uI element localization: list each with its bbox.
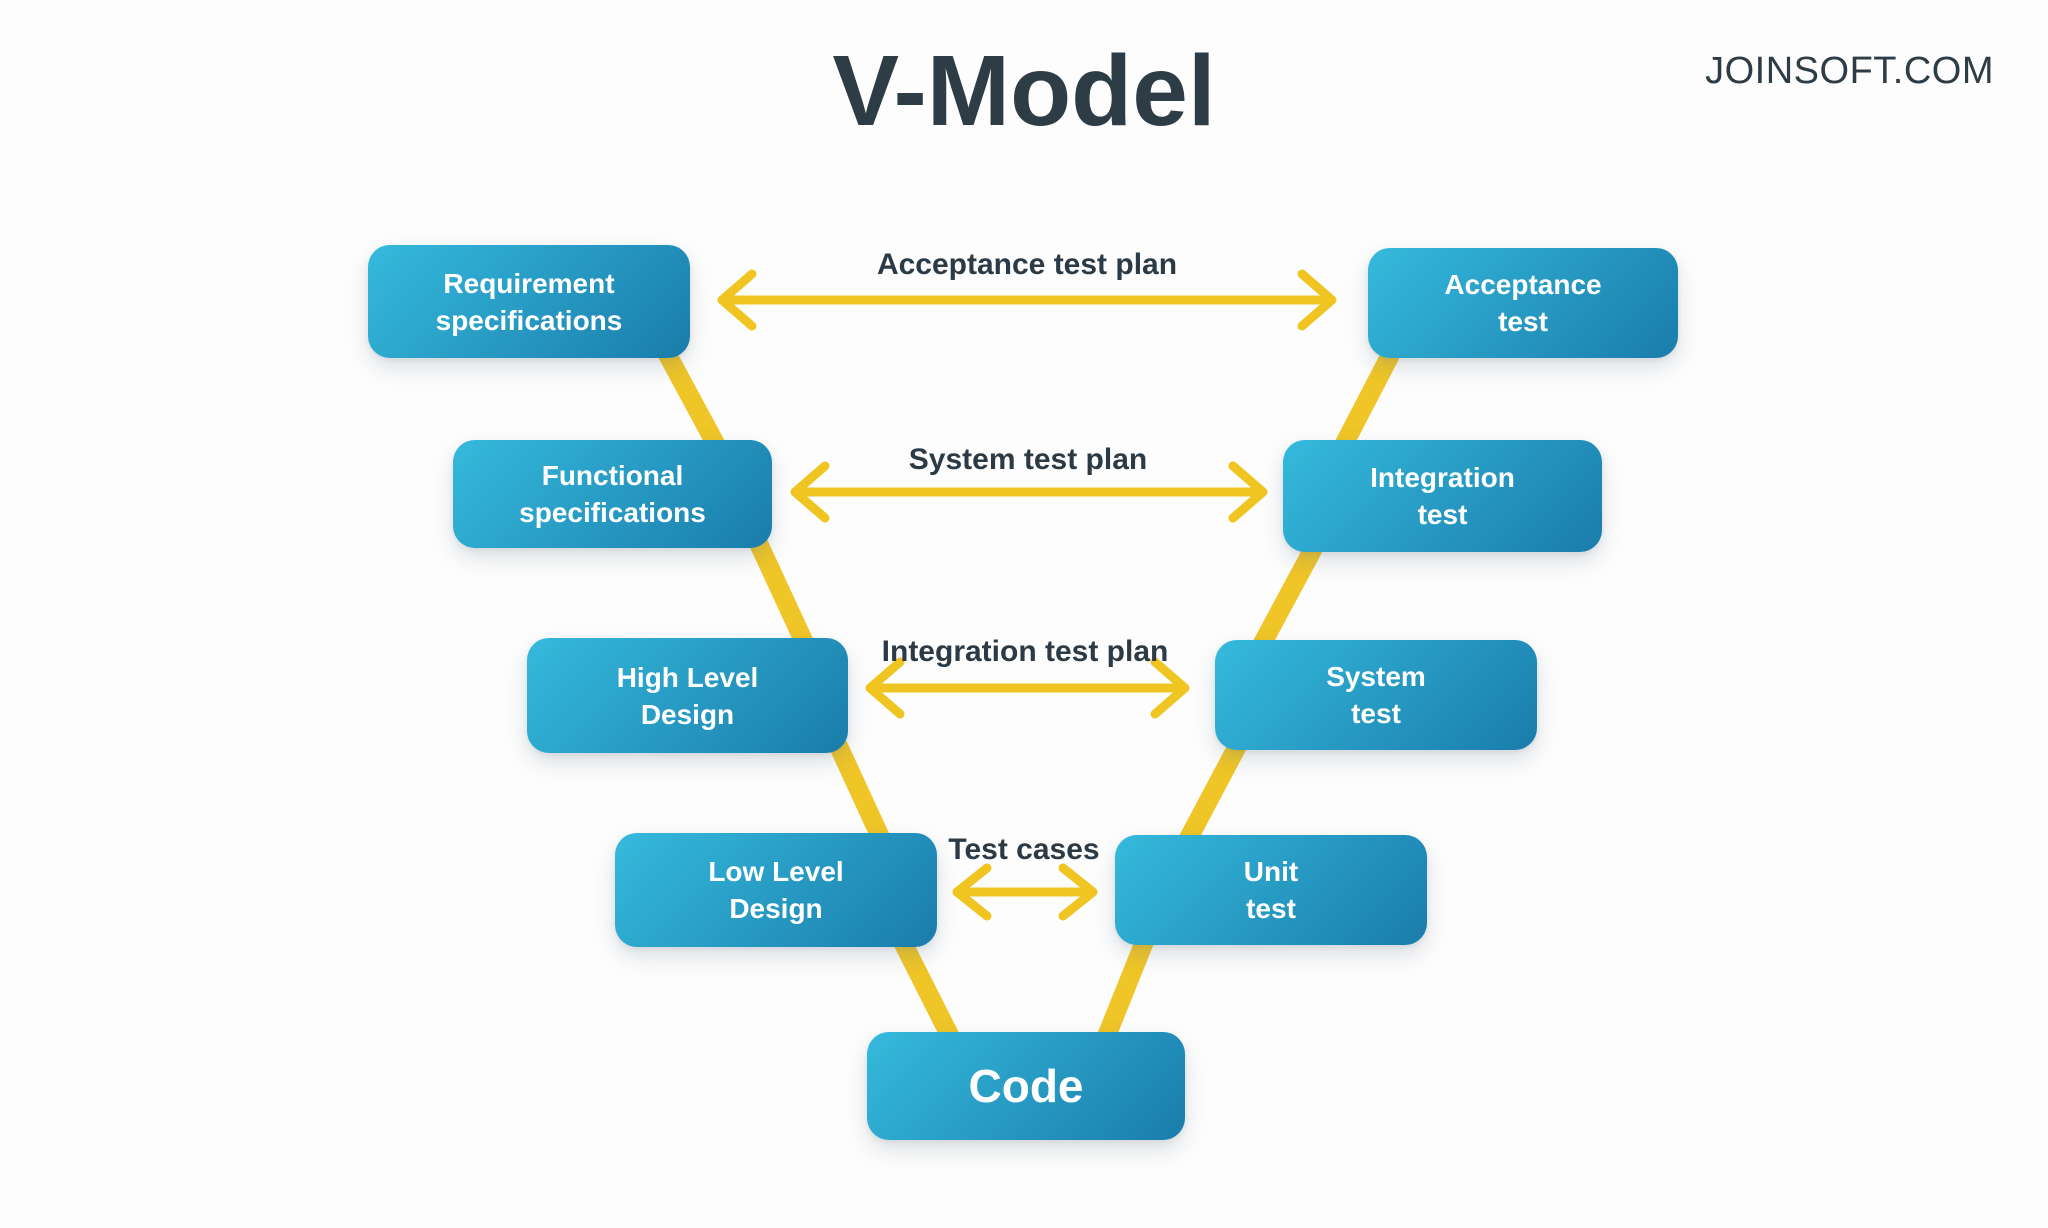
box-text-line: System [1326, 661, 1426, 692]
box-code-label: Code [969, 1061, 1084, 1111]
box-code: Code [867, 1032, 1185, 1140]
box-requirement-specifications: Requirement specifications [368, 245, 690, 358]
box-text-line: specifications [435, 304, 623, 336]
box-acceptance-test: Acceptance test [1368, 248, 1678, 358]
v-connector-left-4 [889, 928, 961, 1045]
box-high-level-design-label: High Level Design [617, 659, 759, 733]
box-text-line: High Level [616, 661, 759, 693]
box-system-test-label: System test [1326, 658, 1426, 732]
box-text-line: Integration [1370, 462, 1515, 493]
box-integration-test-label: Integration test [1370, 459, 1515, 533]
arrow-test-cases [952, 863, 1098, 921]
box-text-line: specifications [519, 497, 706, 528]
box-text-line: Unit [1243, 856, 1299, 887]
box-text-line: Code [968, 1060, 1084, 1112]
box-text-line: Functional [541, 460, 684, 491]
box-text-line: Low Level [708, 856, 844, 887]
box-text-line: test [1498, 306, 1548, 337]
box-text-line: Acceptance [1444, 269, 1602, 300]
box-integration-test: Integration test [1283, 440, 1602, 552]
box-unit-test: Unit test [1115, 835, 1427, 945]
v-connector-left-1 [656, 345, 729, 457]
box-text-line: test [1351, 698, 1401, 729]
box-functional-specifications-label: Functional specifications [519, 457, 706, 531]
brand-watermark: JOINSOFT.COM [1705, 50, 1994, 92]
box-text-line: Design [640, 698, 735, 730]
box-text-line: test [1417, 499, 1468, 530]
v-connector-left-3 [829, 741, 893, 849]
v-connector-right-4 [1096, 929, 1157, 1044]
label-system-test-plan: System test plan [908, 443, 1148, 476]
label-acceptance-test-plan: Acceptance test plan [876, 248, 1178, 281]
box-unit-test-label: Unit test [1244, 853, 1298, 927]
box-functional-specifications: Functional specifications [453, 440, 772, 548]
page-title: V-Model [832, 35, 1216, 147]
arrow-acceptance-test-plan [717, 269, 1337, 331]
box-high-level-design: High Level Design [527, 638, 848, 753]
label-test-cases: Test cases [948, 833, 1100, 866]
box-text-line: Requirement [443, 267, 615, 299]
v-connector-left-2 [748, 536, 815, 650]
arrow-integration-test-plan [865, 657, 1190, 719]
v-connector-right-3 [1176, 740, 1247, 850]
box-text-line: Design [729, 893, 823, 924]
box-low-level-design-label: Low Level Design [708, 853, 843, 927]
box-system-test: System test [1215, 640, 1537, 750]
box-acceptance-test-label: Acceptance test [1444, 266, 1601, 340]
box-text-line: test [1246, 893, 1296, 924]
v-connector-right-2 [1252, 535, 1327, 651]
box-low-level-design: Low Level Design [615, 833, 937, 947]
arrow-system-test-plan [790, 461, 1268, 523]
box-requirement-specifications-label: Requirement specifications [436, 265, 623, 339]
v-connector-right-1 [1331, 345, 1402, 457]
label-integration-test-plan: Integration test plan [881, 635, 1169, 668]
